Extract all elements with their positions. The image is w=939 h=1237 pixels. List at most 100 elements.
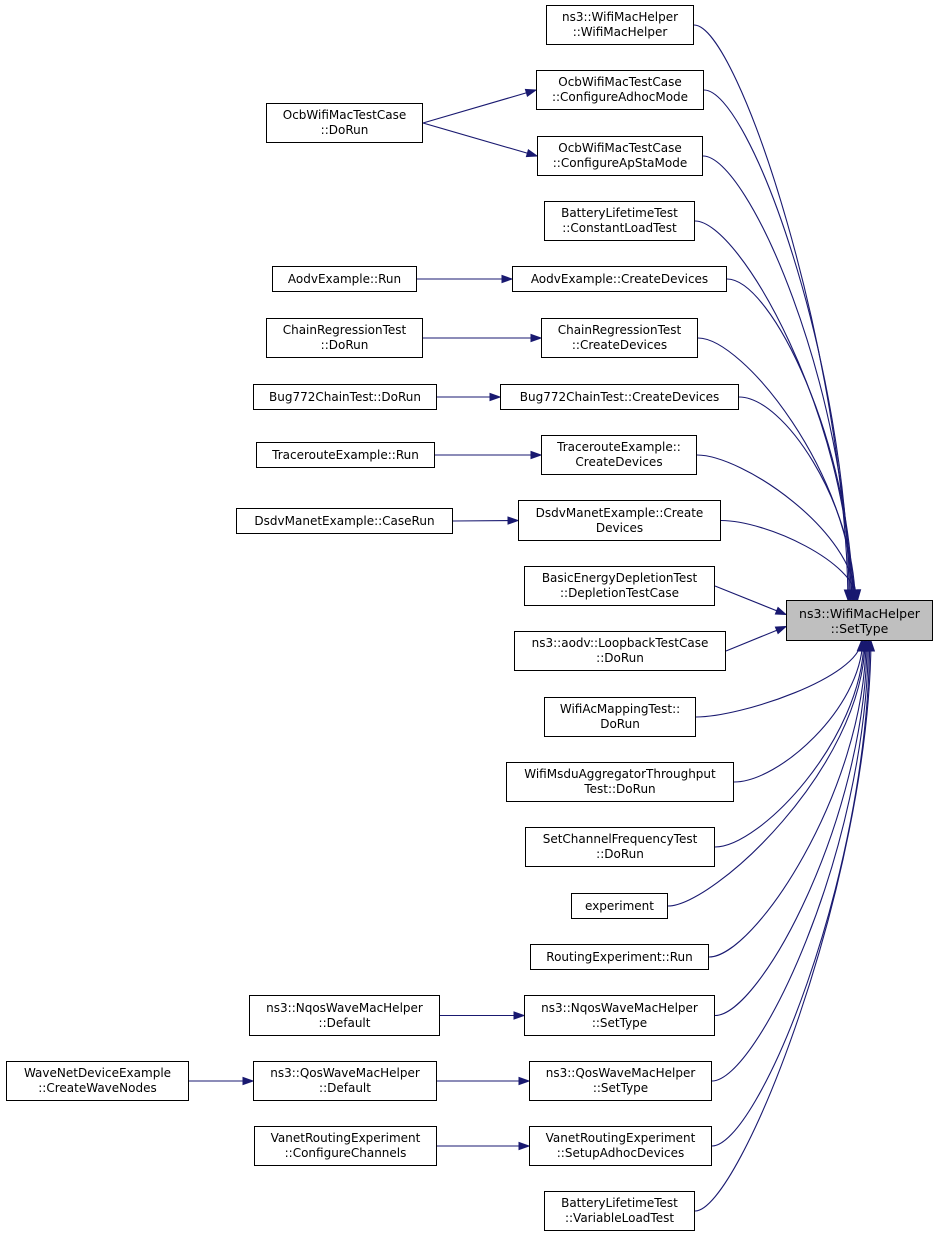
node-line1: Bug772ChainTest::DoRun (269, 389, 421, 404)
edge-dsdv_create-to-target-arrowhead (852, 589, 862, 602)
node-vanet-setup-adhoc-devices[interactable]: VanetRoutingExperiment ::SetupAdhocDevic… (529, 1126, 712, 1166)
edge-chain_dorun-to-chain_create-arrowhead (530, 333, 543, 343)
node-ocb-configure-apsta[interactable]: OcbWifiMacTestCase ::ConfigureApStaMode (537, 136, 703, 176)
node-line1: ns3::QosWaveMacHelper (270, 1066, 420, 1080)
node-line2: Devices (595, 520, 644, 535)
edge-nqos_default-to-nqos_settype-arrowhead (513, 1011, 526, 1020)
node-line1: OcbWifiMacTestCase (558, 141, 682, 155)
node-experiment[interactable]: experiment (571, 893, 668, 919)
node-line1: WifiAcMappingTest:: (559, 702, 681, 716)
edge-chain_create-to-target (697, 337, 855, 601)
node-line1: DsdvManetExample::CaseRun (254, 513, 435, 528)
edge-energy-to-target-arrowhead (774, 606, 788, 616)
node-line2: CreateDevices (575, 455, 663, 469)
node-ocb-configure-adhoc[interactable]: OcbWifiMacTestCase ::ConfigureAdhocMode (536, 70, 704, 110)
node-line1: RoutingExperiment::Run (546, 949, 693, 964)
node-line1: ns3::NqosWaveMacHelper (266, 1000, 423, 1015)
node-dsdv-caserun[interactable]: DsdvManetExample::CaseRun (236, 508, 453, 534)
node-bug772-dorun[interactable]: Bug772ChainTest::DoRun (253, 384, 437, 410)
node-traceroute-create-devices[interactable]: TracerouteExample:: CreateDevices (541, 435, 697, 475)
node-energy-depletion-test[interactable]: BasicEnergyDepletionTest ::DepletionTest… (524, 566, 715, 606)
node-nqos-wave-settype[interactable]: ns3::NqosWaveMacHelper ::SetType (524, 995, 715, 1036)
node-battery-variable-load[interactable]: BatteryLifetimeTest ::VariableLoadTest (544, 1191, 695, 1231)
node-vanet-configure-channels[interactable]: VanetRoutingExperiment ::ConfigureChanne… (254, 1126, 437, 1166)
node-wifimachelper-settype[interactable]: ns3::WifiMacHelper ::SetType (786, 600, 933, 641)
node-wave-create-wave-nodes[interactable]: WaveNetDeviceExample ::CreateWaveNodes (6, 1061, 189, 1101)
node-chain-dorun[interactable]: ChainRegressionTest ::DoRun (266, 318, 423, 358)
node-line1: VanetRoutingExperiment (545, 1131, 696, 1145)
node-line1: BasicEnergyDepletionTest (541, 571, 698, 585)
node-traceroute-run[interactable]: TracerouteExample::Run (256, 442, 435, 468)
edge-vanet_adhoc-to-target (711, 640, 871, 1147)
edge-blt_var-to-target (694, 640, 872, 1212)
node-line2: ::DoRun (596, 651, 644, 665)
node-line2: ::SetType (592, 1081, 649, 1095)
node-aodv-run[interactable]: AodvExample::Run (272, 266, 417, 292)
node-msdu-aggregator-dorun[interactable]: WifiMsduAggregatorThroughput Test::DoRun (506, 762, 734, 802)
node-line2: ::CreateWaveNodes (38, 1081, 157, 1095)
node-line1: ns3::QosWaveMacHelper (545, 1066, 696, 1080)
edge-vanet_chan-to-vanet_adhoc-arrowhead (518, 1141, 531, 1151)
node-qos-wave-default[interactable]: ns3::QosWaveMacHelper ::Default (253, 1061, 437, 1101)
edge-aodv_create-to-target (726, 278, 854, 601)
node-line1: ns3::aodv::LoopbackTestCase (531, 636, 709, 650)
node-wifi-ac-mapping-dorun[interactable]: WifiAcMappingTest:: DoRun (544, 697, 696, 737)
node-line2: ::ConfigureApStaMode (552, 156, 688, 170)
node-line2: ::WifiMacHelper (572, 25, 668, 39)
node-line1: ChainRegressionTest (557, 323, 682, 337)
edge-ocb_dorun-to-ocb_apsta-arrowhead (525, 149, 539, 158)
node-line1: experiment (585, 898, 654, 913)
node-line1: OcbWifiMacTestCase (282, 108, 407, 122)
node-qos-wave-settype[interactable]: ns3::QosWaveMacHelper ::SetType (529, 1061, 712, 1101)
node-bug772-create-devices[interactable]: Bug772ChainTest::CreateDevices (500, 384, 739, 410)
node-line1: TracerouteExample::Run (272, 447, 419, 462)
node-nqos-wave-default[interactable]: ns3::NqosWaveMacHelper ::Default (249, 995, 440, 1036)
node-line2: DoRun (600, 717, 640, 731)
edge-energy-to-target (714, 585, 787, 616)
node-dsdv-create-devices[interactable]: DsdvManetExample::Create Devices (518, 500, 721, 541)
node-line1: Bug772ChainTest::CreateDevices (519, 389, 720, 404)
edge-experiment-to-target (667, 640, 866, 907)
edge-blt_var-to-target-arrowhead (866, 639, 876, 652)
node-line1: OcbWifiMacTestCase (558, 75, 682, 89)
edge-ocb_dorun-to-ocb_adhoc-arrowhead (524, 88, 538, 97)
edge-trace_create-to-target (696, 454, 857, 601)
node-line1: VanetRoutingExperiment (270, 1131, 421, 1145)
edge-ocb_dorun-to-ocb_apsta (422, 122, 538, 157)
node-set-channel-frequency-dorun[interactable]: SetChannelFrequencyTest ::DoRun (525, 827, 715, 867)
node-battery-constant-load[interactable]: BatteryLifetimeTest ::ConstantLoadTest (544, 201, 695, 241)
node-line1: SetChannelFrequencyTest (542, 832, 698, 846)
edge-nqos_settype-to-target (714, 640, 868, 1017)
node-line1: ChainRegressionTest (282, 323, 407, 337)
node-line1: TracerouteExample:: (557, 440, 681, 454)
node-line2: ::DoRun (596, 847, 644, 861)
node-line1: BatteryLifetimeTest (561, 1196, 678, 1210)
edge-dsdv_create-to-target (720, 519, 859, 601)
edge-aodv_loop-to-target (725, 625, 787, 652)
node-line2: ::CreateDevices (571, 338, 668, 352)
node-routing-experiment-run[interactable]: RoutingExperiment::Run (530, 944, 709, 970)
edge-aodv_loop-to-target-arrowhead (774, 625, 788, 635)
node-line2: ::VariableLoadTest (564, 1211, 675, 1225)
edge-bug_create-to-target (738, 396, 856, 601)
node-wifimachelper-ctor[interactable]: ns3::WifiMacHelper ::WifiMacHelper (546, 5, 694, 45)
node-line2: ::ConstantLoadTest (562, 221, 677, 235)
node-line1: AodvExample::CreateDevices (530, 271, 709, 286)
node-aodv-create-devices[interactable]: AodvExample::CreateDevices (512, 266, 727, 292)
node-ocb-dorun[interactable]: OcbWifiMacTestCase ::DoRun (266, 103, 423, 143)
edge-aodv_run-to-aodv_create-arrowhead (501, 274, 514, 284)
node-line1: WaveNetDeviceExample (23, 1066, 172, 1080)
node-line2: ::ConfigureChannels (284, 1146, 407, 1160)
node-line2: ::DoRun (320, 338, 369, 352)
edge-trace_run-to-trace_create-arrowhead (530, 450, 543, 460)
edge-ocb_adhoc-to-target (703, 89, 850, 601)
node-aodv-loopback-dorun[interactable]: ns3::aodv::LoopbackTestCase ::DoRun (514, 631, 726, 671)
node-line2: ::DoRun (320, 123, 369, 137)
edge-wave_nodes-to-qos_default-arrowhead (242, 1076, 255, 1086)
edge-dsdv_caserun-to-dsdv_create (452, 519, 519, 522)
node-chain-create-devices[interactable]: ChainRegressionTest ::CreateDevices (541, 318, 698, 358)
edge-blt_const-to-target (694, 220, 853, 601)
node-line1: WifiMsduAggregatorThroughput (524, 767, 716, 781)
